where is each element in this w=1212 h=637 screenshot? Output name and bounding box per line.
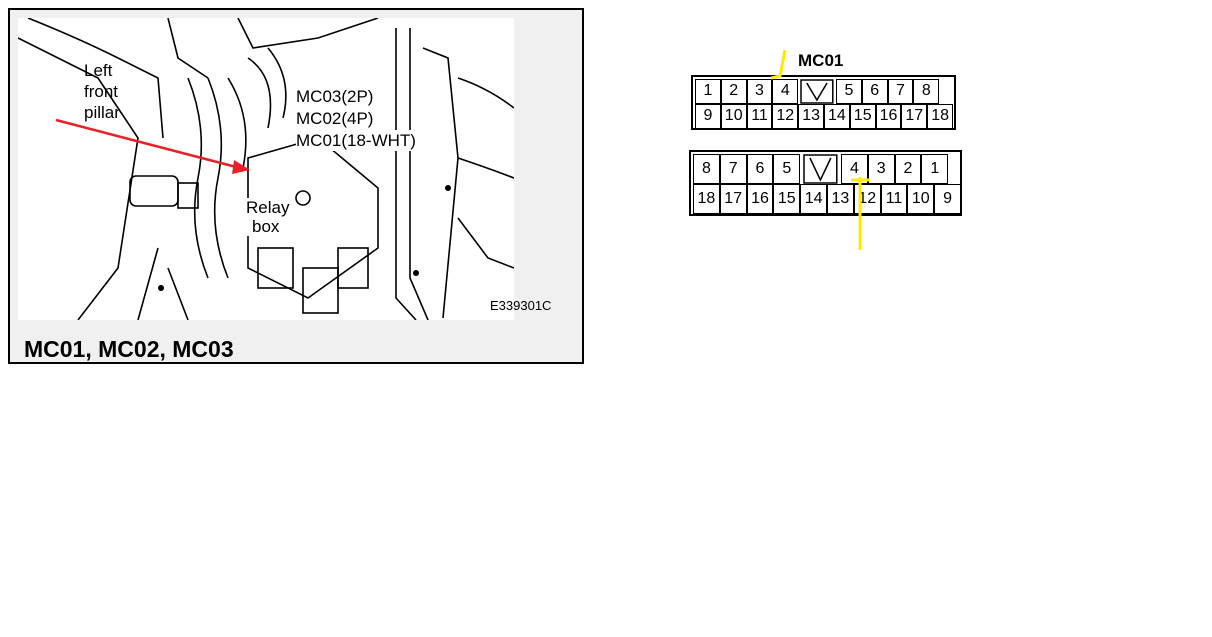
red-arrowhead — [232, 160, 250, 174]
pin-16: 16 — [746, 184, 774, 214]
pin-17: 17 — [901, 104, 928, 129]
pin-14: 14 — [824, 104, 850, 129]
pin-12: 12 — [853, 184, 881, 214]
label-mc01: MC01(18-WHT) — [296, 130, 416, 151]
connector-title: MC01 — [798, 51, 844, 70]
label-mc03: MC03(2P) — [296, 86, 374, 107]
pin-3: 3 — [867, 154, 895, 184]
pin-13: 13 — [827, 184, 854, 214]
label-mc02: MC02(4P) — [296, 108, 374, 129]
pin-15: 15 — [773, 184, 801, 214]
pin-4: 4 — [772, 79, 799, 104]
pin-12: 12 — [772, 104, 799, 129]
label-relay-box: Relay box — [246, 198, 290, 236]
pin-6: 6 — [746, 154, 774, 184]
label-line: pillar — [84, 103, 120, 122]
pin-7: 7 — [719, 154, 747, 184]
pin-10: 10 — [907, 184, 935, 214]
label-line: Relay — [246, 198, 290, 217]
pin-9: 9 — [695, 104, 721, 129]
pin-6: 6 — [861, 79, 888, 104]
pin-11: 11 — [880, 184, 908, 214]
red-pointer-line — [55, 118, 241, 170]
pin-17: 17 — [719, 184, 747, 214]
label-line: Left — [84, 61, 113, 80]
yellow-marker-top — [770, 49, 787, 80]
label-line: front — [84, 82, 119, 101]
vehicle-interior-drawing — [18, 18, 514, 320]
pin-8: 8 — [913, 79, 940, 104]
pin-16: 16 — [875, 104, 902, 129]
pin-8: 8 — [693, 154, 720, 184]
pin-1: 1 — [921, 154, 949, 184]
line-drawing: Left front pillar MC03(2P) MC02(4P) MC01… — [18, 18, 514, 320]
pin-9: 9 — [934, 184, 961, 214]
label-left-front-pillar: Left front pillar — [84, 60, 120, 123]
pin-5: 5 — [836, 79, 862, 104]
pin-18: 18 — [927, 104, 953, 129]
pin-2: 2 — [720, 79, 747, 104]
pin-14: 14 — [800, 184, 827, 214]
pin-2: 2 — [894, 154, 922, 184]
label-line: box — [252, 217, 280, 236]
connector-key — [803, 154, 838, 184]
pin-15: 15 — [849, 104, 876, 129]
pin-3: 3 — [746, 79, 773, 104]
panel-title: MC01, MC02, MC03 — [24, 336, 234, 362]
pin-4: 4 — [841, 154, 868, 184]
key-shape — [800, 79, 834, 104]
pin-13: 13 — [798, 104, 824, 129]
pin-5: 5 — [773, 154, 801, 184]
pin-11: 11 — [746, 104, 773, 129]
pin-18: 18 — [693, 184, 720, 214]
pin-7: 7 — [887, 79, 914, 104]
figure-code: E339301C — [490, 298, 552, 313]
component-location-panel: Left front pillar MC03(2P) MC02(4P) MC01… — [8, 8, 584, 364]
pin-1: 1 — [695, 79, 721, 104]
pin-10: 10 — [720, 104, 747, 129]
key-shape — [803, 154, 838, 184]
connector-key — [800, 79, 834, 104]
